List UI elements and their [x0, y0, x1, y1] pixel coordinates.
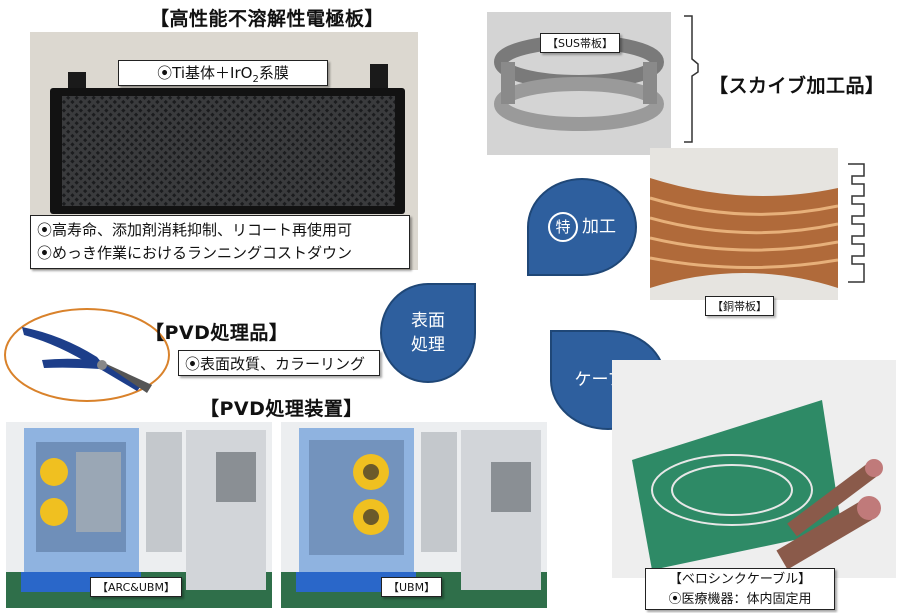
electrode-subtitle-box: ⦿Ti基体＋IrO2系膜	[118, 60, 328, 86]
skive-bracket-bottom	[844, 162, 870, 286]
pvd-device-caption-left: 【ARC&UBM】	[90, 577, 182, 597]
electrode-desc-box: ⦿高寿命、添加剤消耗抑制、リコート再使用可 ⦿めっき作業におけるランニングコスト…	[30, 215, 410, 269]
pvd-product-title: 【PVD処理品】	[145, 322, 289, 344]
electrode-desc-line1: ⦿高寿命、添加剤消耗抑制、リコート再使用可	[37, 221, 353, 239]
cable-desc: ⦿医療機器：体内固定用	[668, 592, 812, 607]
cable-title: 【ベロシンクケーブル】	[668, 572, 812, 587]
pvd-device-caption-right: 【UBM】	[381, 577, 443, 597]
electrode-subtitle: ⦿Ti基体＋IrO	[157, 64, 253, 82]
special-char-circle: 特	[548, 212, 578, 242]
cable-photo	[612, 360, 896, 578]
skive-bracket-top	[682, 14, 702, 144]
pvd-device-title: 【PVD処理装置】	[200, 398, 363, 420]
copper-caption: 【銅帯板】	[705, 296, 774, 316]
pvd-product-desc: ⦿表面改質、カラーリング	[178, 350, 380, 376]
electrode-desc-line2: ⦿めっき作業におけるランニングコストダウン	[37, 244, 353, 262]
electrode-photo	[30, 32, 418, 270]
electrode-subtitle-end: 系膜	[258, 64, 289, 82]
sus-caption: 【SUS帯板】	[540, 33, 621, 53]
electrode-subtitle-subscript: 2	[252, 74, 259, 85]
skive-title: 【スカイブ加工品】	[709, 75, 885, 97]
surface-line2: 処理	[411, 335, 445, 355]
cable-caption-box: 【ベロシンクケーブル】 ⦿医療機器：体内固定用	[645, 568, 835, 610]
surface-treatment-bubble: 表面 処理	[380, 283, 476, 383]
pvd-product-image	[2, 305, 172, 405]
special-processing-bubble: 特 加工	[527, 178, 637, 276]
electrode-title: 【高性能不溶解性電極板】	[150, 8, 385, 30]
copper-strip-photo	[650, 148, 838, 300]
special-processing-label: 加工	[582, 217, 616, 237]
surface-line1: 表面	[411, 311, 445, 331]
